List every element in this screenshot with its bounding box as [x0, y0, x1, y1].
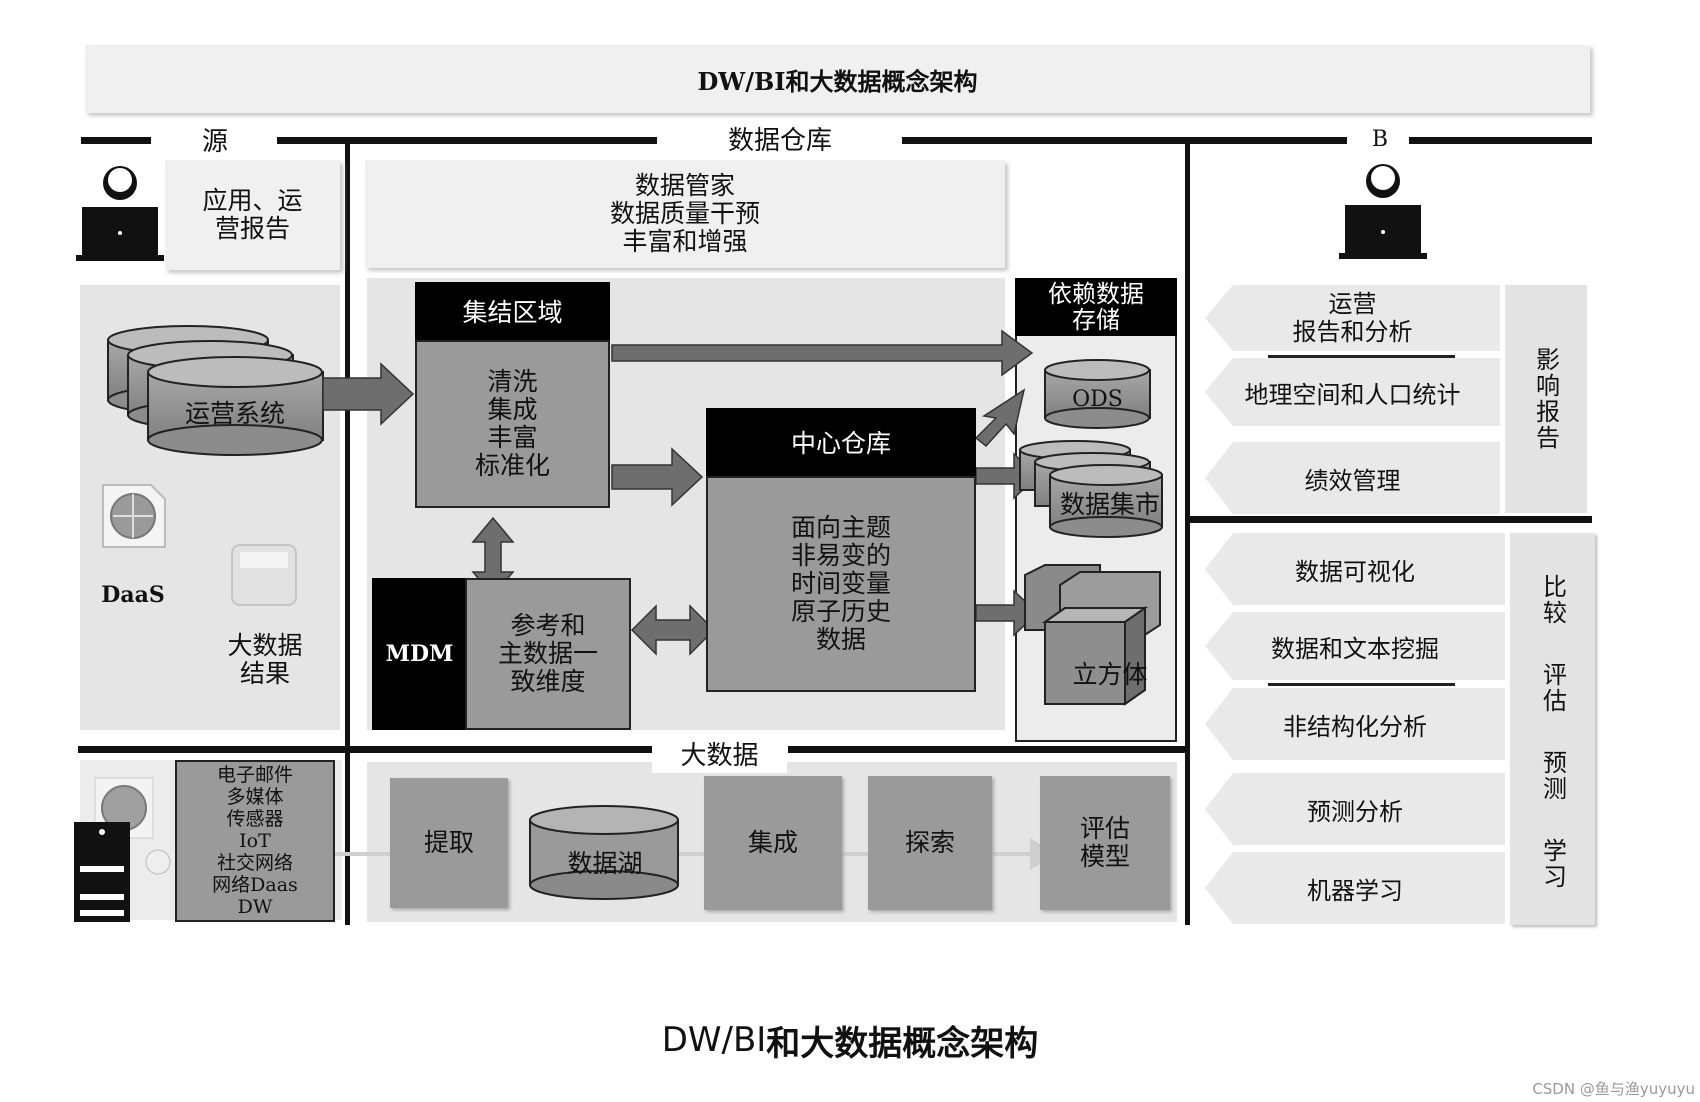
bi-item-predictive: 预测分析: [1205, 773, 1505, 845]
central-warehouse-header: 中心仓库: [706, 408, 976, 476]
globe-document-icon: [102, 484, 166, 548]
ods-label: ODS: [1072, 386, 1123, 412]
ods-cylinder: [1044, 359, 1151, 429]
data-lake-cylinder: [529, 805, 679, 900]
bi-separators: [1268, 355, 1455, 686]
diagram-title: DW/BI和大数据概念架构: [85, 45, 1590, 113]
section-label-warehouse: 数据仓库: [727, 125, 832, 156]
bi-item-unstructured: 非结构化分析: [1205, 688, 1505, 760]
bi-side-evaluate: 评估: [1530, 648, 1576, 728]
dependent-stores-header: 依赖数据 存储: [1015, 278, 1177, 336]
bi-item-performance: 绩效管理: [1205, 442, 1500, 514]
bigdata-step-evaluate-model: 评估 模型: [1040, 776, 1170, 910]
user-icon-left: [76, 166, 164, 261]
app-reports-box: 应用、运 营报告: [165, 160, 340, 270]
bi-item-text-mining: 数据和文本挖掘: [1205, 612, 1505, 680]
section-label-source: 源: [201, 126, 228, 157]
watermark: CSDN @鱼与渔yuyuyu: [1532, 1080, 1695, 1098]
bi-item-visualization: 数据可视化: [1205, 533, 1505, 605]
user-icon-right: [1339, 164, 1427, 259]
server-icon: [74, 822, 130, 922]
figure-caption: DW/BI 和大数据概念架构: [560, 1015, 1140, 1065]
ops-systems-cylinders: [107, 325, 324, 456]
bigdata-step-integrate: 集成: [704, 776, 842, 910]
ops-systems-label: 运营系统: [184, 399, 285, 428]
mdm-body: 参考和 主数据一 致维度: [465, 578, 631, 730]
mdm-header: MDM: [372, 578, 467, 730]
data-mart-cylinders: [1019, 440, 1163, 538]
data-lake-label: 数据湖: [567, 849, 643, 878]
caption-prefix: DW/BI: [661, 1020, 767, 1060]
daas-label: DaaS: [101, 582, 165, 608]
bigdata-sources-box: 电子邮件 多媒体 传感器 IoT 社交网络 网络Daas DW: [175, 760, 335, 922]
cube-label: 立方体: [1072, 660, 1148, 689]
data-mart-label: 数据集市: [1059, 490, 1160, 519]
caption-rest: 和大数据概念架构: [766, 1023, 1039, 1064]
section-label-bi: B: [1371, 126, 1389, 152]
bigdata-results-label: 大数据 结果: [227, 631, 303, 688]
bi-side-compare: 比较: [1530, 560, 1576, 640]
section-label-bigdata: 大数据: [652, 733, 787, 773]
central-warehouse-body: 面向主题 非易变的 时间变量 原子历史 数据: [706, 476, 976, 692]
bi-item-machine-learning: 机器学习: [1205, 852, 1505, 924]
folder-icon: [231, 544, 297, 606]
bi-item-geospatial: 地理空间和人口统计: [1205, 358, 1500, 426]
bigdata-step-extract: 提取: [390, 778, 508, 908]
structure-lines: [78, 137, 1592, 925]
bigdata-step-explore: 探索: [868, 776, 992, 910]
bi-item-ops-reporting: 运营 报告和分析: [1205, 285, 1500, 351]
bi-side-impact-reporting: 影响报告: [1505, 285, 1587, 513]
staging-area-body: 清洗 集成 丰富 标准化: [415, 340, 610, 508]
bi-side-learn: 学习: [1530, 824, 1576, 904]
cube-stack: [1024, 564, 1161, 706]
staging-area-header: 集结区域: [415, 282, 610, 340]
bi-side-predict: 预测: [1530, 736, 1576, 816]
data-steward-box: 数据管家 数据质量干预 丰富和增强: [365, 160, 1005, 268]
